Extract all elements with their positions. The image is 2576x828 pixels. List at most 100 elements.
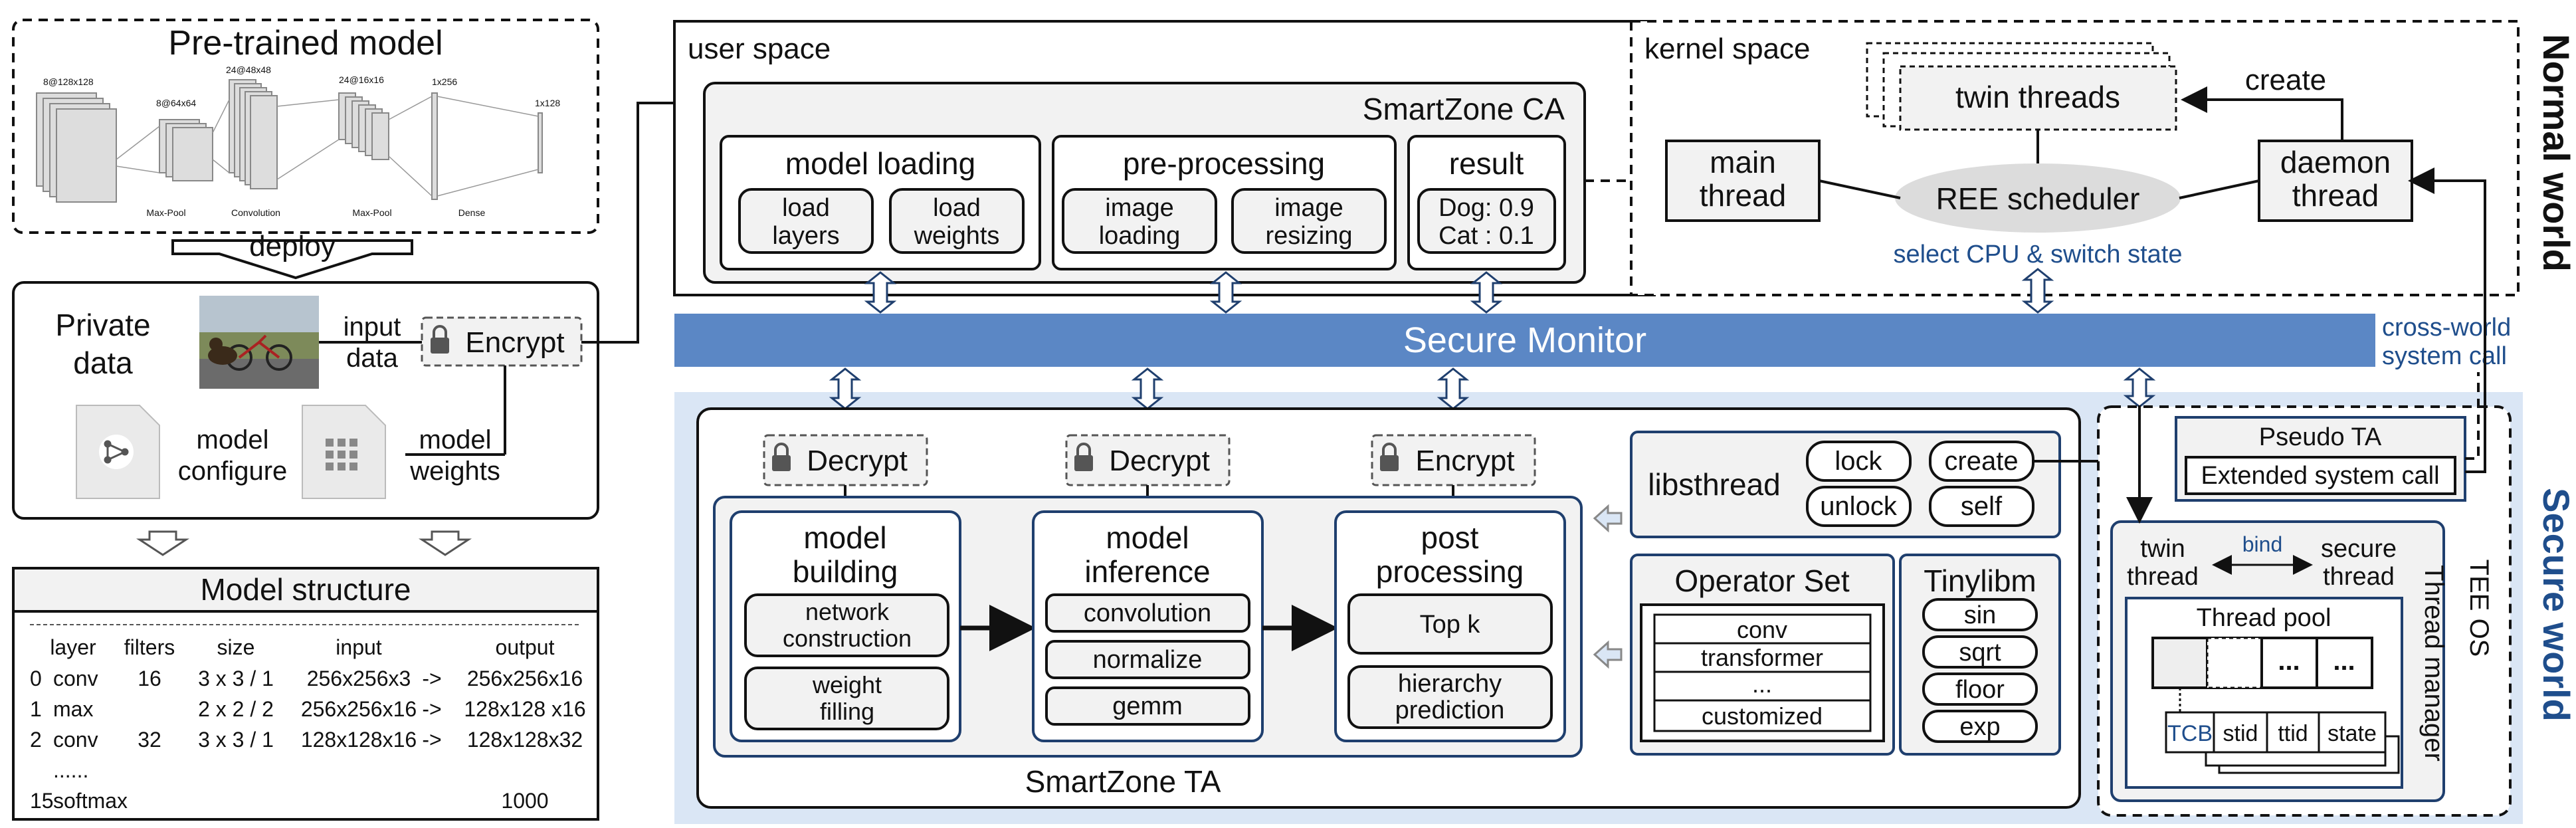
op-label-2: Convolution [231, 207, 280, 218]
structure-cell: softmax [53, 789, 128, 813]
ta-title: SmartZone TA [1025, 764, 1221, 799]
cross-world-line1: cross-world [2382, 314, 2511, 342]
result-title: result [1449, 146, 1524, 181]
structure-cell: 1000 [501, 789, 548, 813]
operator-set-title: Operator Set [1674, 564, 1850, 598]
encrypt-label-ta: Encrypt [1415, 445, 1514, 477]
normal-world-label: Normal world [2535, 34, 2576, 272]
deploy-arrow: deploy [171, 230, 413, 280]
model-configure-line2: configure [178, 457, 288, 486]
create-label: create [2245, 64, 2326, 96]
load-layers-line2: layers [772, 222, 839, 250]
libsthread-title: libsthread [1648, 467, 1780, 502]
lock-icon [772, 443, 791, 471]
structure-cell: 256x256x3 [307, 667, 411, 690]
user-space-panel: user space SmartZone CA model loading lo… [673, 20, 1656, 296]
sample-photo [199, 296, 319, 389]
post-item-hierarchy-line1: hierarchy [1398, 670, 1502, 698]
structure-cell: -> [422, 728, 441, 752]
secure-thread-line1: secure [2321, 535, 2397, 563]
pretrained-title: Pre-trained model [168, 24, 443, 62]
structure-cell: 128x128x16 [301, 728, 417, 752]
daemon-thread-line2: thread [2292, 178, 2379, 213]
structure-cell: 256x256x16 [301, 697, 417, 721]
extended-call-label: Extended system call [2201, 462, 2439, 490]
secure-thread-line2: thread [2323, 563, 2395, 591]
lock-icon [1380, 443, 1399, 471]
structure-cell: 16 [138, 667, 161, 690]
operator-customized: customized [1702, 702, 1823, 730]
pseudo-ta-title: Pseudo TA [2259, 423, 2382, 451]
secure-monitor-label: Secure Monitor [1403, 320, 1646, 360]
thread-pool-title: Thread pool [2197, 604, 2331, 632]
private-encrypt-label: Encrypt [465, 326, 564, 359]
weight-filling-line2: filling [820, 698, 874, 725]
image-resizing-line1: image [1274, 194, 1343, 222]
pretrained-model-panel: Pre-trained model 8@128x128 8@64x64 24@4… [12, 19, 599, 234]
tinylibm-floor: floor [1955, 676, 2005, 704]
kernel-space-panel: kernel space twin threads create main th… [1630, 20, 2520, 296]
model-configure-file-icon [76, 405, 160, 499]
model-weights-file-icon [302, 405, 386, 499]
tcb-field-tcb: TCB [2167, 721, 2213, 746]
structure-cell: 128x128 x16 [464, 697, 585, 721]
layer-label-4: 24@16x16 [339, 74, 384, 85]
layer-label-2: 8@64x64 [156, 98, 196, 108]
pool-cell-4: ... [2333, 647, 2355, 676]
kernel-space-label: kernel space [1644, 33, 1810, 65]
private-data-panel: Private data input data Encrypt [12, 281, 599, 520]
network-construction-line1: network [805, 598, 890, 625]
inference-item-normalize: normalize [1093, 646, 1203, 674]
tinylibm-sqrt: sqrt [1959, 639, 2001, 667]
deploy-label: deploy [249, 230, 336, 262]
decrypt-box-2: Decrypt [1065, 434, 1231, 486]
tcb-field-stid: stid [2223, 721, 2258, 746]
inference-item-convolution: convolution [1084, 599, 1211, 627]
model-weights-line2: weights [409, 457, 500, 486]
structure-cell: -> [422, 697, 441, 721]
structure-cell: 1 [30, 697, 42, 721]
encrypt-box-ta: Encrypt [1371, 434, 1536, 486]
ca-title: SmartZone CA [1363, 92, 1565, 126]
bind-label: bind [2242, 532, 2283, 556]
scheduler-caption: select CPU & switch state [1893, 241, 2182, 268]
structure-cell: 256x256x16 [467, 667, 583, 690]
structure-cell: -> [422, 667, 441, 690]
daemon-thread-line1: daemon [2280, 145, 2391, 179]
image-loading-line2: loading [1099, 222, 1181, 250]
private-title-line1: Private [55, 308, 150, 342]
double-arrow [1470, 271, 1503, 314]
model-configure-line1: model [197, 425, 269, 455]
building-title-line2: building [793, 554, 898, 589]
op-label-1: Max-Pool [146, 207, 185, 218]
private-encrypt-box: Encrypt [421, 316, 583, 367]
model-loading-title: model loading [785, 146, 975, 181]
cnn-illustration: 8@128x128 8@64x64 24@48x48 24@16x16 1x25… [36, 64, 560, 218]
secure-monitor-band [674, 314, 2375, 367]
structure-cell: 128x128x32 [467, 728, 583, 752]
pseudo-ta-to-daemon-link [2465, 372, 2480, 460]
structure-cell: conv [53, 667, 98, 690]
structure-cell: 2 [30, 728, 42, 752]
thread-manager-label: Thread manager [2419, 565, 2448, 762]
double-arrow [2021, 268, 2054, 314]
lock-icon [1074, 443, 1093, 471]
twin-thread-line2: thread [2127, 563, 2199, 591]
scheduler-label: REE scheduler [1936, 181, 2140, 216]
structure-header-input: input [336, 635, 382, 659]
layer-label-3: 24@48x48 [226, 64, 271, 75]
operator-conv: conv [1737, 616, 1787, 643]
model-weights-line1: model [419, 425, 492, 455]
structure-cell: 15 [30, 789, 54, 813]
preprocessing-title: pre-processing [1123, 146, 1325, 181]
tinylibm-sin: sin [1964, 601, 1997, 629]
model-structure-title: Model structure [200, 572, 411, 607]
load-layers-line1: load [782, 194, 830, 222]
operator-ellipsis: ... [1752, 671, 1772, 698]
inference-title-line2: inference [1084, 554, 1210, 589]
private-title-line2: data [73, 346, 133, 380]
structure-cell: 0 [30, 667, 42, 690]
model-structure-panel: Model structure layer filters size input… [12, 567, 599, 821]
structure-cell: max [53, 697, 93, 721]
structure-header-layer: layer [50, 635, 96, 659]
